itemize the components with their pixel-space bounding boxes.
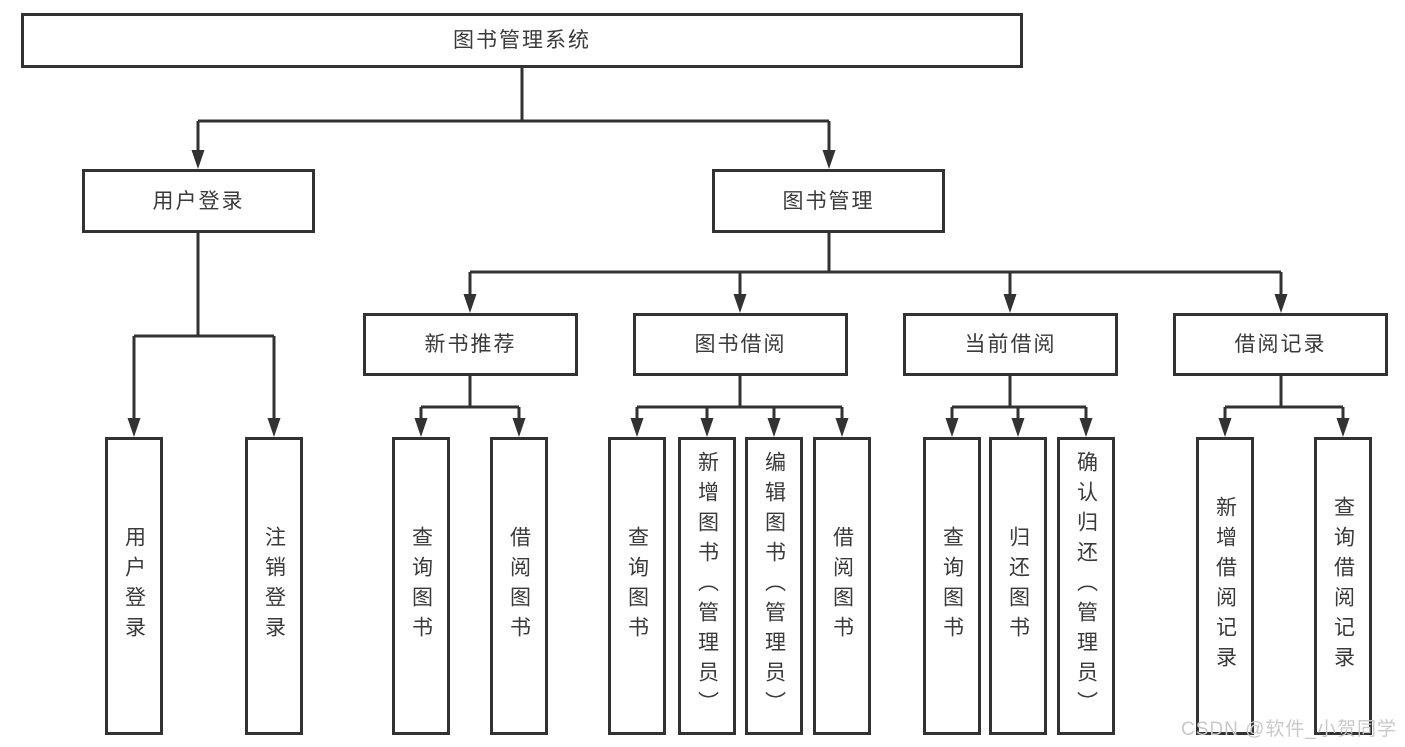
leaf-return-books: 归还图书 <box>989 437 1047 735</box>
node-label: 用户登录 <box>152 189 245 213</box>
node-label: 查询图书 <box>409 526 433 646</box>
node-library-system: 图书管理系统 <box>21 13 1023 68</box>
arrowhead-icon <box>463 294 477 313</box>
arrowhead-icon <box>822 150 836 169</box>
arrowhead-icon <box>267 418 281 437</box>
connector-root-to-level2 <box>191 68 836 169</box>
node-book-borrow: 图书借阅 <box>633 313 848 376</box>
connector-book-borrow-to-leaves <box>630 376 849 437</box>
connector-user-login-to-leaves <box>127 233 281 437</box>
node-label: 查询借阅记录 <box>1331 496 1355 676</box>
arrowhead-icon <box>700 418 714 437</box>
node-label: 注销登录 <box>262 526 286 646</box>
node-label: 借阅图书 <box>830 526 854 646</box>
arrowhead-icon <box>1218 418 1232 437</box>
leaf-query-books-current: 查询图书 <box>923 437 981 735</box>
node-new-book-recommend: 新书推荐 <box>363 313 578 376</box>
node-label: 查询图书 <box>940 526 964 646</box>
node-user-login: 用户登录 <box>82 169 315 233</box>
leaf-add-borrow-record: 新增借阅记录 <box>1196 437 1254 735</box>
node-borrow-records: 借阅记录 <box>1173 313 1388 376</box>
csdn-watermark: CSDN @软件_小贺同学 <box>1181 719 1397 740</box>
node-label: 新增图书（管理员） <box>695 451 719 721</box>
arrowhead-icon <box>1011 418 1025 437</box>
node-label: 用户登录 <box>122 526 146 646</box>
leaf-edit-books-admin: 编辑图书（管理员） <box>745 437 803 735</box>
leaf-user-login: 用户登录 <box>105 437 163 735</box>
arrowhead-icon <box>1003 294 1017 313</box>
node-label: 图书借阅 <box>694 333 787 356</box>
connector-recommend-to-leaves <box>414 376 526 437</box>
leaf-query-borrow-record: 查询借阅记录 <box>1314 437 1372 735</box>
node-label: 查询图书 <box>625 526 649 646</box>
leaf-logout-login: 注销登录 <box>245 437 303 735</box>
leaf-add-books-admin: 新增图书（管理员） <box>678 437 736 735</box>
node-label: 借阅记录 <box>1234 333 1327 356</box>
connector-book-manage-to-level3 <box>463 233 1288 313</box>
arrowhead-icon <box>1336 418 1350 437</box>
leaf-query-books-recommend: 查询图书 <box>392 437 450 735</box>
leaf-borrow-books-borrow: 借阅图书 <box>813 437 871 735</box>
node-label: 归还图书 <box>1006 526 1030 646</box>
connector-current-borrow-to-leaves <box>945 376 1093 437</box>
arrowhead-icon <box>191 150 205 169</box>
node-label: 确认归还（管理员） <box>1074 451 1098 721</box>
connector-borrow-records-to-leaves <box>1218 376 1350 437</box>
arrowhead-icon <box>630 418 644 437</box>
arrowhead-icon <box>1079 418 1093 437</box>
arrowhead-icon <box>767 418 781 437</box>
node-label: 当前借阅 <box>964 333 1057 356</box>
arrowhead-icon <box>945 418 959 437</box>
leaf-confirm-return-admin: 确认归还（管理员） <box>1057 437 1115 735</box>
node-label: 借阅图书 <box>507 526 531 646</box>
node-label: 编辑图书（管理员） <box>762 451 786 721</box>
leaf-borrow-books-recommend: 借阅图书 <box>490 437 548 735</box>
arrowhead-icon <box>512 418 526 437</box>
arrowhead-icon <box>414 418 428 437</box>
node-book-management: 图书管理 <box>712 169 945 233</box>
node-current-borrow: 当前借阅 <box>903 313 1118 376</box>
arrowhead-icon <box>835 418 849 437</box>
node-label: 新书推荐 <box>424 333 517 356</box>
arrowhead-icon <box>1274 294 1288 313</box>
node-label: 图书管理系统 <box>453 29 591 52</box>
leaf-query-books-borrow: 查询图书 <box>608 437 666 735</box>
arrowhead-icon <box>127 418 141 437</box>
node-label: 图书管理 <box>782 189 875 213</box>
arrowhead-icon <box>733 294 747 313</box>
node-label: 新增借阅记录 <box>1213 496 1237 676</box>
